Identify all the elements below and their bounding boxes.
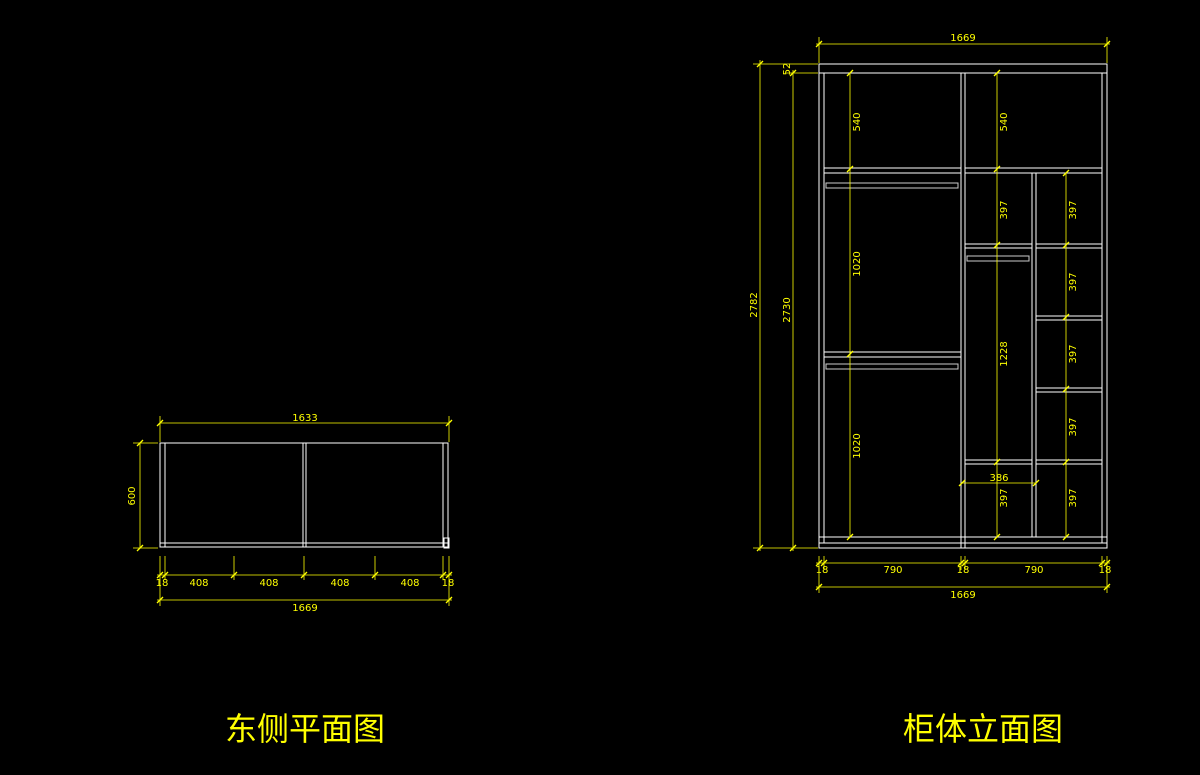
elev-center-top-label: 540 xyxy=(999,112,1010,131)
elev-left-bay-dimensions: 540 1020 1020 xyxy=(846,69,863,541)
plan-view: 1633 600 18 xyxy=(127,413,454,748)
elev-left-low-label: 1020 xyxy=(852,433,863,458)
elev-right-5-label: 397 xyxy=(1068,488,1079,507)
elev-center-long-label: 1228 xyxy=(999,341,1010,366)
elev-right-2-label: 397 xyxy=(1068,272,1079,291)
plan-panel-dimensions: 18 408 408 408 408 18 xyxy=(156,556,455,606)
elev-bottom-mid-label: 18 xyxy=(957,565,970,576)
plan-panel-2-label: 408 xyxy=(259,578,278,589)
elev-right-3-label: 397 xyxy=(1068,344,1079,363)
elevation-cabinet-outline xyxy=(818,63,1108,549)
elev-bottom-bay-left-label: 790 xyxy=(883,565,902,576)
hanging-rod-icon xyxy=(825,182,1030,370)
elev-center-upper-label: 397 xyxy=(999,200,1010,219)
plan-panel-3-label: 408 xyxy=(330,578,349,589)
elev-total-height-label: 2782 xyxy=(749,292,760,317)
elev-top-gap-label: 52 xyxy=(782,63,793,76)
plan-top-width-label: 1633 xyxy=(292,413,317,424)
plan-edge-right-label: 18 xyxy=(442,578,455,589)
plan-edge-left-label: 18 xyxy=(156,578,169,589)
elev-right-dimensions: 397 397 397 397 397 xyxy=(1062,169,1079,541)
elev-center-width-label: 386 xyxy=(989,473,1008,484)
plan-cabinet-outline xyxy=(159,442,450,549)
plan-panel-1-label: 408 xyxy=(189,578,208,589)
elev-left-top-label: 540 xyxy=(852,112,863,131)
plan-total-width-label: 1669 xyxy=(292,603,317,614)
plan-total-dimension: 1669 xyxy=(156,596,453,614)
elev-bottom-total-label: 1669 xyxy=(950,590,975,601)
elev-top-dimension: 1669 xyxy=(815,33,1111,63)
plan-view-title: 东侧平面图 xyxy=(225,710,385,748)
plan-top-dimension: 1633 xyxy=(156,413,453,442)
elev-center-dimensions: 540 397 1228 397 386 xyxy=(958,69,1040,541)
elev-bottom-edge-left-label: 18 xyxy=(816,565,829,576)
elev-body-height-dimension: 2730 52 xyxy=(782,63,818,552)
elev-bottom-bay-right-label: 790 xyxy=(1024,565,1043,576)
elevation-view-title: 柜体立面图 xyxy=(903,710,1063,748)
plan-depth-label: 600 xyxy=(127,486,138,505)
plan-panel-4-label: 408 xyxy=(400,578,419,589)
elev-body-height-label: 2730 xyxy=(782,297,793,322)
elev-total-height-dimension: 2782 xyxy=(749,60,818,552)
elevation-view: 1669 2782 2730 52 540 10 xyxy=(749,33,1111,748)
plan-depth-dimension: 600 xyxy=(127,439,158,552)
elev-right-4-label: 397 xyxy=(1068,417,1079,436)
elev-left-mid-label: 1020 xyxy=(852,251,863,276)
elev-right-1-label: 397 xyxy=(1068,200,1079,219)
elev-bottom-edge-right-label: 18 xyxy=(1099,565,1112,576)
elev-center-bottom-label: 397 xyxy=(999,488,1010,507)
elev-bottom-dimensions: 18 790 18 790 18 1669 xyxy=(815,556,1112,601)
elev-top-width-label: 1669 xyxy=(950,33,975,44)
